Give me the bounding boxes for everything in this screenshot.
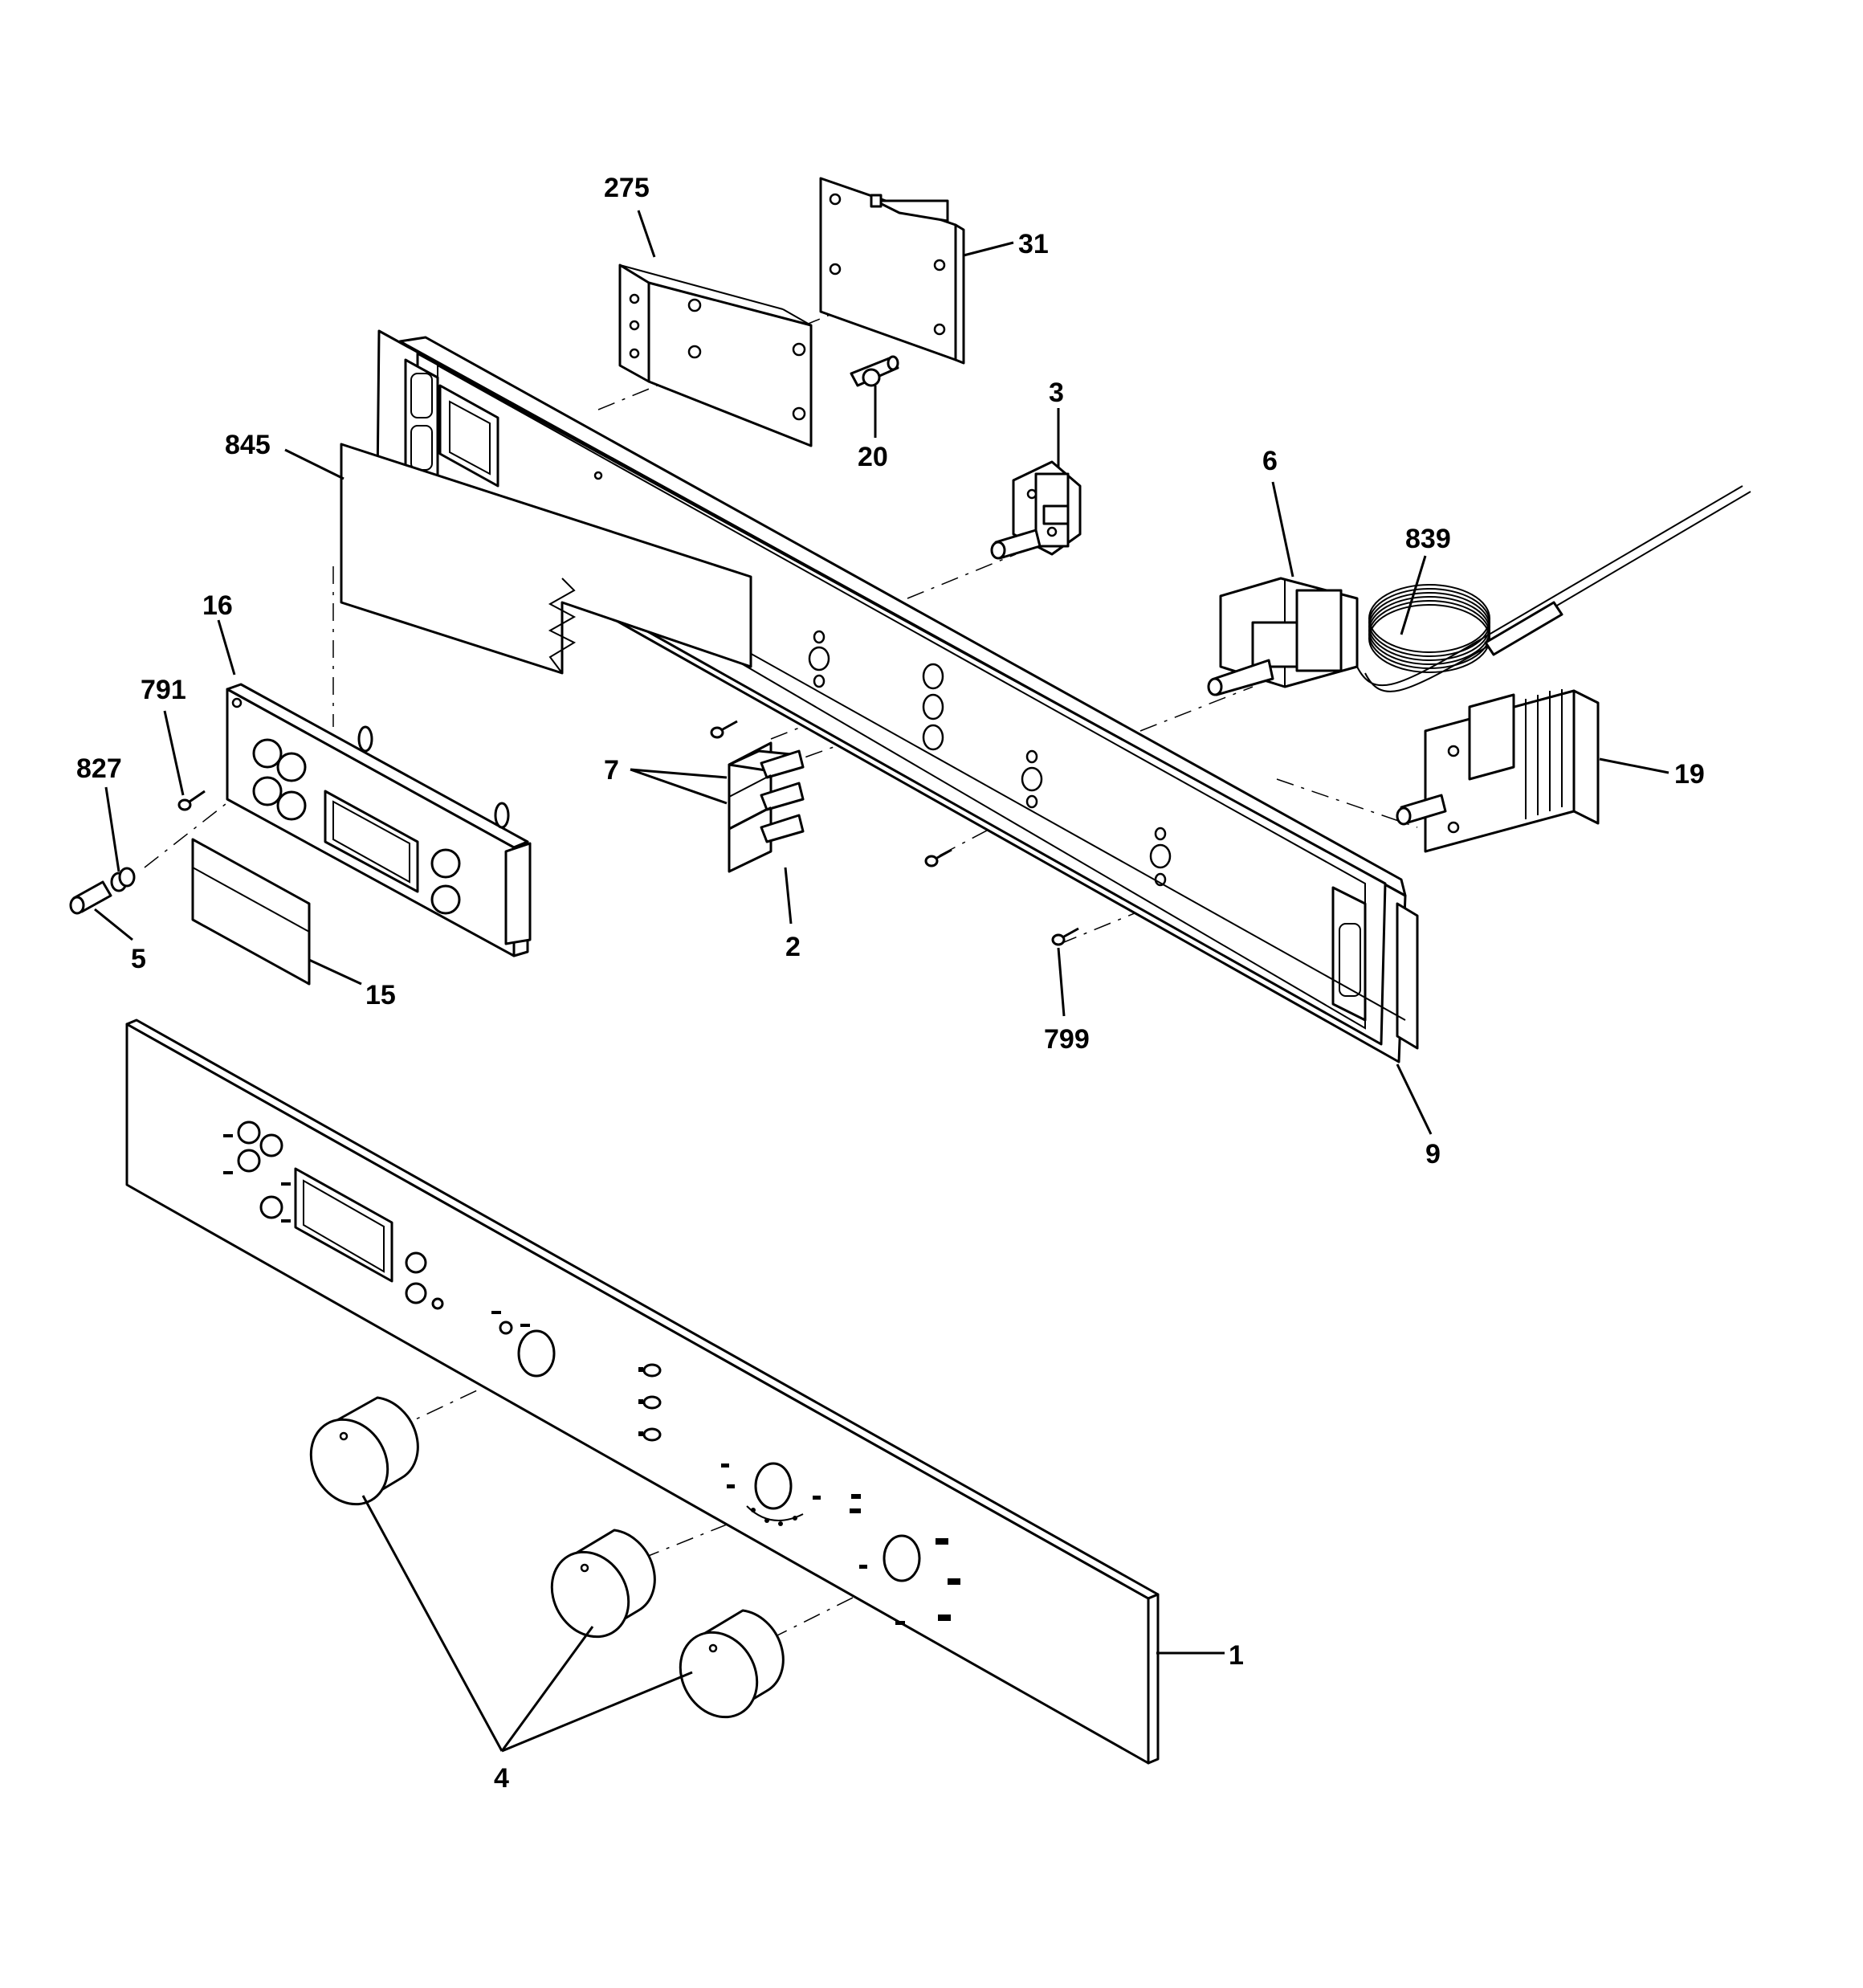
callout-2: 2 — [785, 932, 801, 962]
callout-19: 19 — [1674, 759, 1705, 790]
part-4-knob-2 — [550, 1529, 656, 1639]
screw-mid2 — [924, 848, 952, 867]
part-791-screw — [177, 790, 206, 811]
callout-15: 15 — [365, 980, 396, 1010]
callout-9: 9 — [1425, 1139, 1441, 1170]
part-2-push-switches — [728, 741, 805, 873]
callout-799: 799 — [1044, 1024, 1090, 1055]
part-31-board — [819, 177, 965, 365]
part-827-spring — [110, 867, 136, 892]
screw-mid — [710, 720, 738, 739]
part-6-thermostat — [1207, 577, 1359, 696]
callout-791: 791 — [141, 675, 186, 705]
callout-827: 827 — [76, 753, 122, 784]
callout-7: 7 — [604, 755, 619, 786]
part-839-capillary — [1356, 485, 1751, 692]
callout-20: 20 — [858, 442, 888, 472]
leader-lines — [94, 210, 1669, 1753]
part-799-screw — [1051, 927, 1079, 946]
callout-labels: 275 31 20 3 845 6 839 16 791 827 7 19 2 … — [76, 173, 1705, 1794]
callout-5: 5 — [131, 944, 146, 974]
part-20-standoff — [850, 355, 899, 387]
callout-845: 845 — [225, 430, 271, 460]
part-275-bracket — [618, 263, 813, 447]
callout-31: 31 — [1018, 229, 1049, 259]
part-15-label — [191, 838, 311, 986]
callout-6: 6 — [1262, 446, 1278, 476]
part-1-control-panel — [125, 1018, 1160, 1765]
callout-839: 839 — [1405, 524, 1451, 554]
part-16-display-board — [226, 683, 532, 957]
part-9-housing — [376, 329, 1419, 1063]
callout-16: 16 — [202, 590, 233, 621]
part-5-pin — [69, 880, 112, 915]
part-4-knob-1 — [309, 1396, 419, 1506]
callout-1: 1 — [1229, 1640, 1244, 1671]
part-4-knob-3 — [679, 1609, 785, 1719]
callout-275: 275 — [604, 173, 650, 203]
part-845-insulation — [340, 443, 752, 675]
part-3-switch — [990, 460, 1082, 560]
part-19-selector — [1396, 689, 1600, 853]
callout-3: 3 — [1049, 378, 1064, 408]
callout-4: 4 — [494, 1763, 509, 1794]
